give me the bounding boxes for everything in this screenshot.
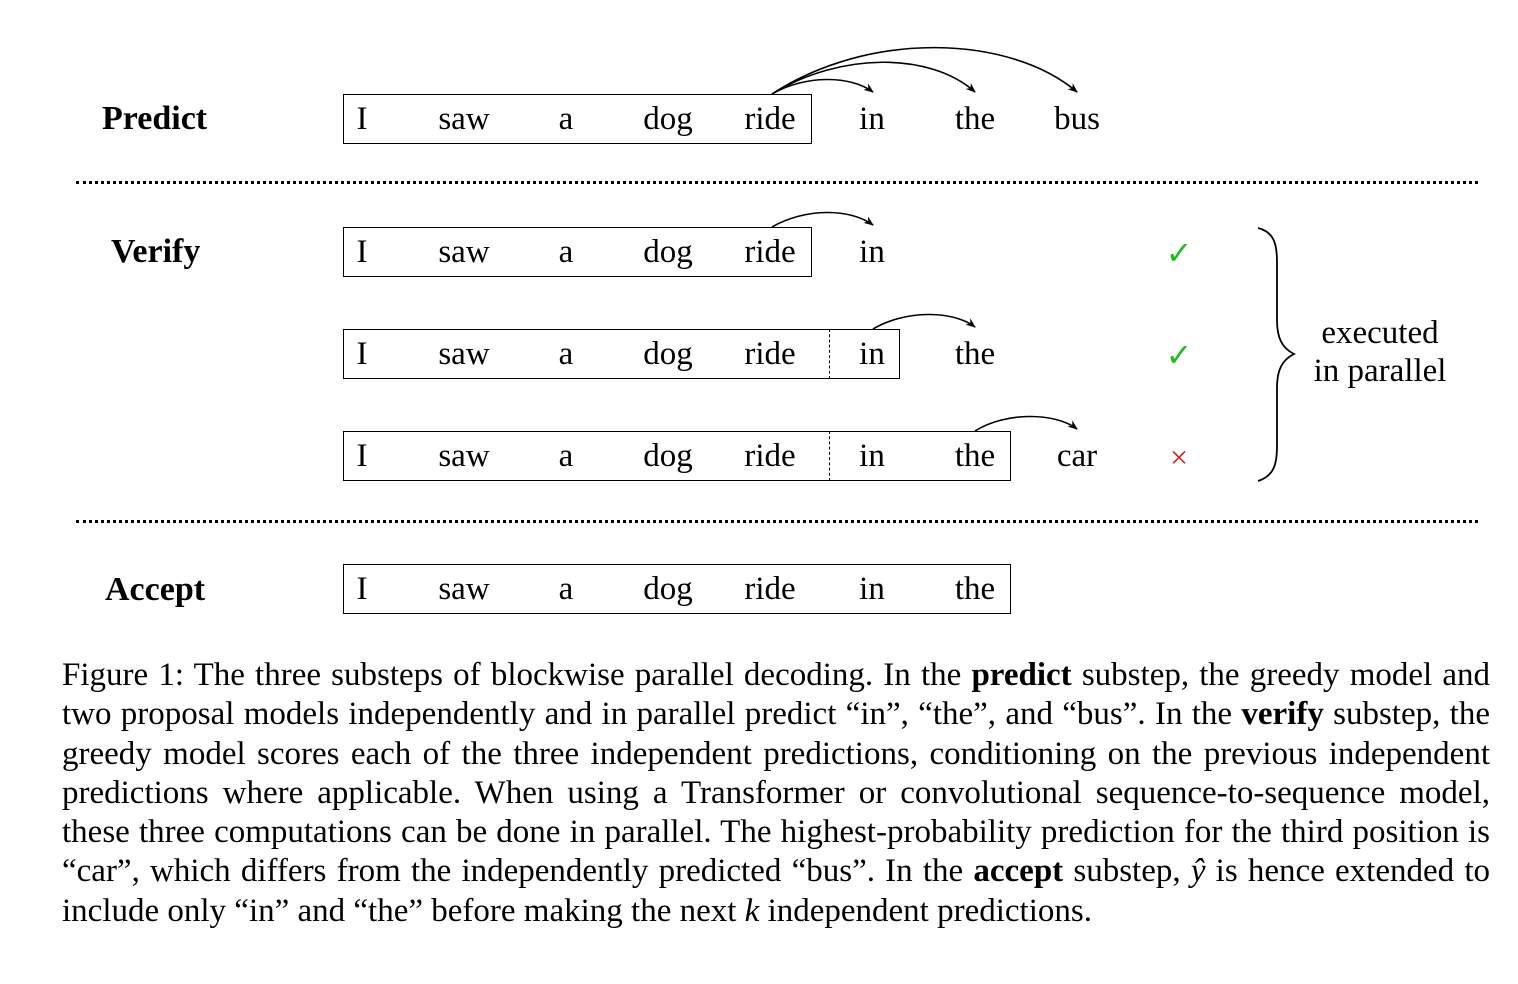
arrow-the-to-car — [974, 415, 1078, 432]
caption-text: substep, the greedy model scores each of… — [62, 696, 1490, 890]
predict-context-box — [343, 94, 812, 144]
token: saw — [438, 234, 490, 270]
caption-bold-predict: predict — [971, 657, 1072, 693]
brace-label-line2: in parallel — [1313, 353, 1447, 389]
token: a — [558, 571, 574, 607]
figure-caption: Figure 1: The three substeps of blockwis… — [62, 656, 1490, 931]
dotted-separator — [76, 520, 1478, 523]
accept-context-box — [343, 564, 1011, 614]
token: bus — [1054, 101, 1100, 137]
check-mark: ✓ — [1165, 337, 1193, 373]
curly-brace — [1257, 227, 1297, 482]
token: I — [356, 571, 368, 607]
token: dog — [643, 336, 693, 372]
cross-mark: × — [1169, 439, 1189, 475]
token: dog — [643, 234, 693, 270]
token: a — [558, 438, 574, 474]
token: I — [356, 438, 368, 474]
token: in — [859, 234, 885, 270]
token: in — [859, 438, 885, 474]
token: dog — [643, 438, 693, 474]
token: ride — [744, 234, 796, 270]
token: ride — [744, 336, 796, 372]
caption-text: substep, — [1063, 853, 1191, 890]
verify-context-box — [343, 329, 900, 379]
caption-text: is hence extended to include only “in” a… — [62, 853, 1491, 929]
context-divider — [829, 431, 830, 481]
token: saw — [438, 438, 490, 474]
token: in — [859, 571, 885, 607]
token: car — [1056, 438, 1098, 474]
arrow-ride-to-the — [771, 61, 976, 95]
arrow-in-to-the — [872, 313, 976, 330]
check-mark: ✓ — [1165, 235, 1193, 271]
token: in — [859, 336, 885, 372]
token: ride — [744, 438, 796, 474]
token: dog — [643, 101, 693, 137]
token: the — [954, 438, 996, 474]
arrow-ride-to-in — [771, 78, 874, 95]
caption-math-yhat: ŷ — [1190, 853, 1206, 890]
token: in — [859, 101, 885, 137]
token: the — [954, 101, 996, 137]
caption-bold-verify: verify — [1241, 696, 1324, 733]
token: dog — [643, 571, 693, 607]
token: I — [356, 336, 368, 372]
stage-label-verify: Verify — [111, 233, 201, 270]
arrows-layer — [771, 46, 1297, 482]
token: saw — [438, 571, 490, 607]
token: the — [954, 571, 996, 607]
caption-text: independent predictions. — [759, 892, 1092, 929]
caption-bold-accept: accept — [973, 853, 1064, 890]
token: saw — [438, 101, 490, 137]
verify-context-box — [343, 431, 1011, 481]
blockwise-decoding-diagram: Predict Verify Accept I saw a dog ride i… — [76, 46, 1478, 614]
stage-label-accept: Accept — [105, 571, 206, 608]
arrow-ride-to-bus — [771, 46, 1078, 95]
token: ride — [744, 571, 796, 607]
token: saw — [438, 336, 490, 372]
token: the — [954, 336, 996, 372]
token: a — [558, 234, 574, 270]
stage-label-predict: Predict — [102, 100, 208, 137]
dotted-separator — [76, 181, 1478, 184]
token: I — [356, 234, 368, 270]
verify-context-box — [343, 227, 812, 277]
token: ride — [744, 101, 796, 137]
arrow-ride-to-in — [771, 211, 874, 228]
caption-text: substep, the greedy model and two propos… — [62, 657, 1491, 733]
token: I — [356, 101, 368, 137]
brace-label: executed in parallel — [1314, 314, 1447, 390]
brace-label-line1: executed — [1321, 315, 1439, 351]
token: a — [558, 101, 574, 137]
context-divider — [829, 329, 830, 379]
caption-text: Figure 1: The three substeps of blockwis… — [62, 657, 972, 693]
token: a — [558, 336, 574, 372]
caption-math-k: k — [744, 892, 760, 929]
